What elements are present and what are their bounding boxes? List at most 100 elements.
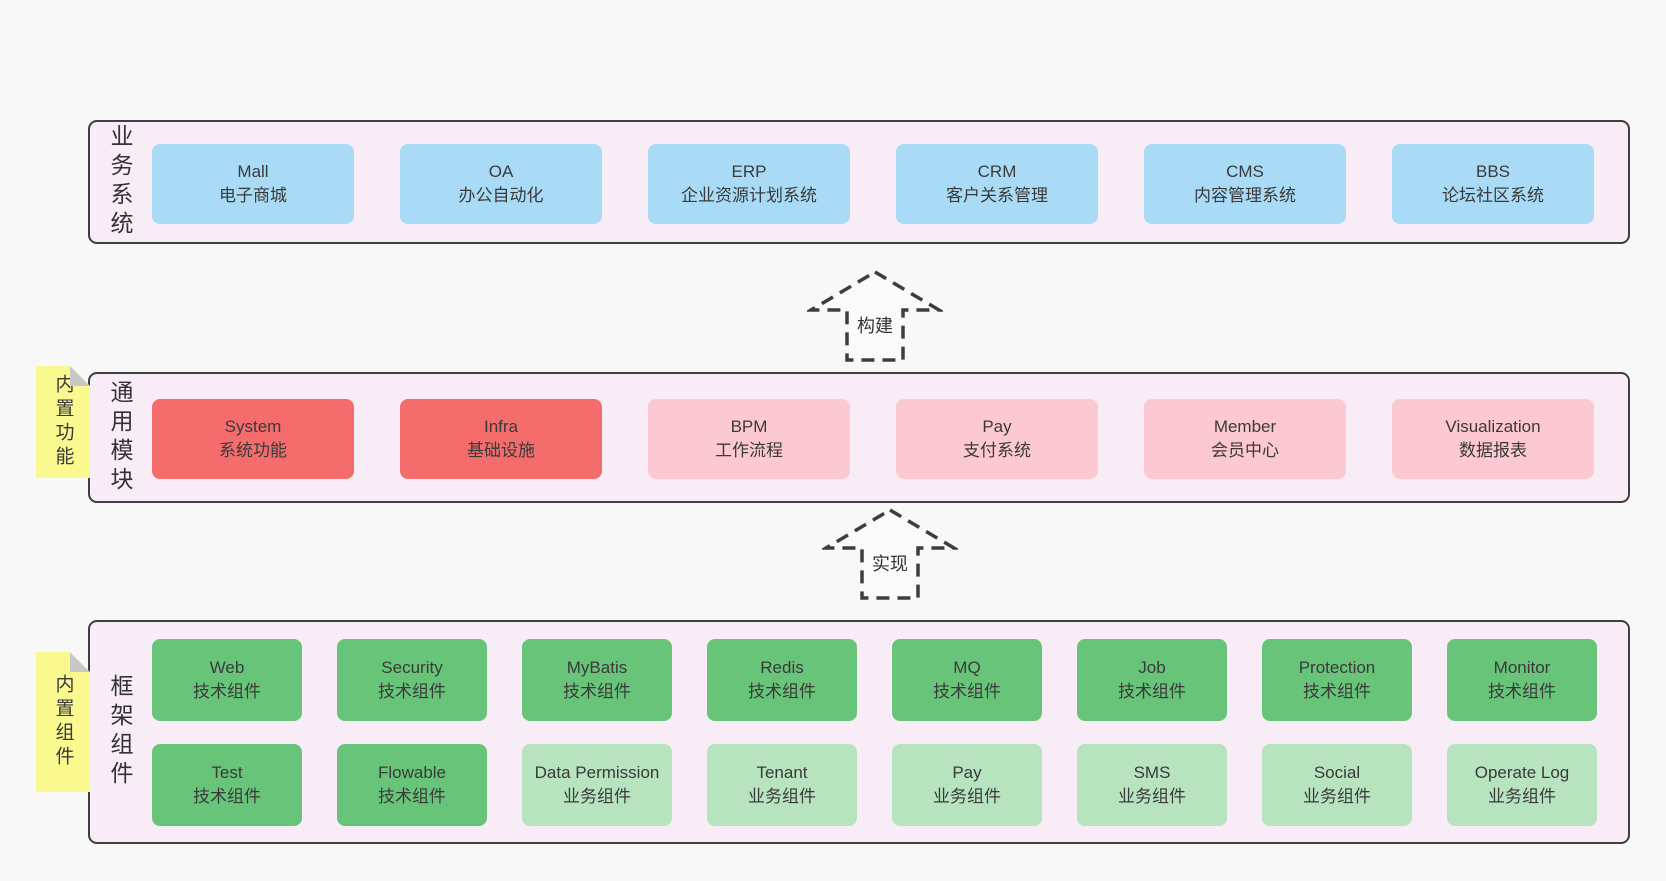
box-title: MQ	[953, 658, 981, 677]
box-operate-log: Operate Log 业务组件	[1447, 744, 1597, 826]
box-title: Mall	[237, 162, 269, 181]
box-subtitle: 技术组件	[378, 787, 446, 806]
box-infra: Infra 基础设施	[400, 399, 602, 479]
box-title: Infra	[483, 417, 519, 436]
arrow-label: 实现	[869, 550, 911, 576]
box-subtitle: 内容管理系统	[1194, 186, 1296, 205]
box-title: Data Permission	[534, 763, 660, 782]
box-subtitle: 技术组件	[933, 682, 1001, 701]
box-subtitle: 论坛社区系统	[1442, 186, 1544, 205]
box-subtitle: 技术组件	[563, 682, 631, 701]
box-subtitle: 技术组件	[193, 682, 261, 701]
box-title: Tenant	[756, 763, 808, 782]
box-protection: Protection 技术组件	[1262, 639, 1412, 721]
box-subtitle: 工作流程	[715, 441, 783, 460]
box-subtitle: 支付系统	[963, 441, 1031, 460]
sticky-note-builtin-components: 内置组件	[36, 652, 90, 792]
box-subtitle: 客户关系管理	[946, 186, 1048, 205]
box-erp: ERP 企业资源计划系统	[648, 144, 850, 224]
box-title: CRM	[977, 162, 1017, 181]
box-test: Test 技术组件	[152, 744, 302, 826]
folded-corner	[70, 652, 90, 672]
box-title: ERP	[731, 162, 767, 181]
box-subtitle: 技术组件	[1488, 682, 1556, 701]
components-box-row-1: Web 技术组件 Security 技术组件 MyBatis 技术组件 Redi…	[152, 639, 1597, 721]
box-title: Operate Log	[1474, 763, 1570, 782]
box-social: Social 业务组件	[1262, 744, 1412, 826]
box-mq: MQ 技术组件	[892, 639, 1042, 721]
box-title: CMS	[1226, 162, 1264, 181]
box-title: Flowable	[377, 763, 447, 782]
box-bbs: BBS 论坛社区系统	[1392, 144, 1594, 224]
box-title: Redis	[760, 658, 804, 677]
box-title: BPM	[730, 417, 768, 436]
business-box-row: Mall 电子商城 OA 办公自动化 ERP 企业资源计划系统 CRM 客户关系…	[152, 144, 1594, 224]
box-subtitle: 基础设施	[467, 441, 535, 460]
box-title: BBS	[1475, 162, 1511, 181]
box-subtitle: 技术组件	[748, 682, 816, 701]
box-title: Test	[211, 763, 243, 782]
box-title: Security	[381, 658, 443, 677]
box-pay-module: Pay 支付系统	[896, 399, 1098, 479]
box-subtitle: 会员中心	[1211, 441, 1279, 460]
box-title: Pay	[952, 763, 982, 782]
arrow-label: 构建	[854, 312, 896, 338]
folded-corner	[70, 366, 90, 386]
box-subtitle: 数据报表	[1459, 441, 1527, 460]
box-subtitle: 办公自动化	[458, 186, 544, 205]
box-subtitle: 业务组件	[748, 787, 816, 806]
box-job: Job 技术组件	[1077, 639, 1227, 721]
box-subtitle: 业务组件	[1118, 787, 1186, 806]
box-title: Job	[1138, 658, 1166, 677]
sticky-note-label: 内置组件	[52, 674, 74, 770]
box-title: Pay	[982, 417, 1012, 436]
box-data-permission: Data Permission 业务组件	[522, 744, 672, 826]
box-subtitle: 企业资源计划系统	[681, 186, 817, 205]
sticky-note-builtin-features: 内置功能	[36, 366, 90, 478]
box-member: Member 会员中心	[1144, 399, 1346, 479]
box-tenant: Tenant 业务组件	[707, 744, 857, 826]
box-subtitle: 电子商城	[219, 186, 287, 205]
panel-common-modules: 通用模块 System 系统功能 Infra 基础设施 BPM 工作流程 Pay…	[88, 372, 1630, 503]
box-flowable: Flowable 技术组件	[337, 744, 487, 826]
box-title: SMS	[1133, 763, 1171, 782]
box-web: Web 技术组件	[152, 639, 302, 721]
box-oa: OA 办公自动化	[400, 144, 602, 224]
box-bpm: BPM 工作流程	[648, 399, 850, 479]
box-mall: Mall 电子商城	[152, 144, 354, 224]
box-system: System 系统功能	[152, 399, 354, 479]
sticky-note-label: 内置功能	[52, 374, 74, 470]
box-subtitle: 业务组件	[933, 787, 1001, 806]
panel-title-business-systems: 业务系统	[107, 124, 133, 240]
box-pay-component: Pay 业务组件	[892, 744, 1042, 826]
box-crm: CRM 客户关系管理	[896, 144, 1098, 224]
box-subtitle: 技术组件	[378, 682, 446, 701]
panel-business-systems: 业务系统 Mall 电子商城 OA 办公自动化 ERP 企业资源计划系统 CRM…	[88, 120, 1630, 244]
box-subtitle: 技术组件	[193, 787, 261, 806]
box-redis: Redis 技术组件	[707, 639, 857, 721]
box-subtitle: 技术组件	[1303, 682, 1371, 701]
panel-title-framework-components: 框架组件	[107, 674, 133, 790]
box-subtitle: 业务组件	[1303, 787, 1371, 806]
box-subtitle: 业务组件	[1488, 787, 1556, 806]
box-title: MyBatis	[566, 658, 628, 677]
box-subtitle: 业务组件	[563, 787, 631, 806]
box-subtitle: 技术组件	[1118, 682, 1186, 701]
arrow-implement: 实现	[822, 506, 958, 602]
box-title: Social	[1313, 763, 1361, 782]
box-title: OA	[488, 162, 514, 181]
panel-title-common-modules: 通用模块	[107, 379, 133, 496]
box-title: System	[224, 417, 282, 436]
box-sms: SMS 业务组件	[1077, 744, 1227, 826]
box-title: Monitor	[1493, 658, 1551, 677]
box-subtitle: 系统功能	[219, 441, 287, 460]
box-cms: CMS 内容管理系统	[1144, 144, 1346, 224]
box-visualization: Visualization 数据报表	[1392, 399, 1594, 479]
box-title: Protection	[1298, 658, 1376, 677]
box-mybatis: MyBatis 技术组件	[522, 639, 672, 721]
box-security: Security 技术组件	[337, 639, 487, 721]
box-title: Member	[1213, 417, 1277, 436]
panel-framework-components: 框架组件 Web 技术组件 Security 技术组件 MyBatis 技术组件…	[88, 620, 1630, 844]
modules-box-row: System 系统功能 Infra 基础设施 BPM 工作流程 Pay 支付系统…	[152, 399, 1594, 479]
